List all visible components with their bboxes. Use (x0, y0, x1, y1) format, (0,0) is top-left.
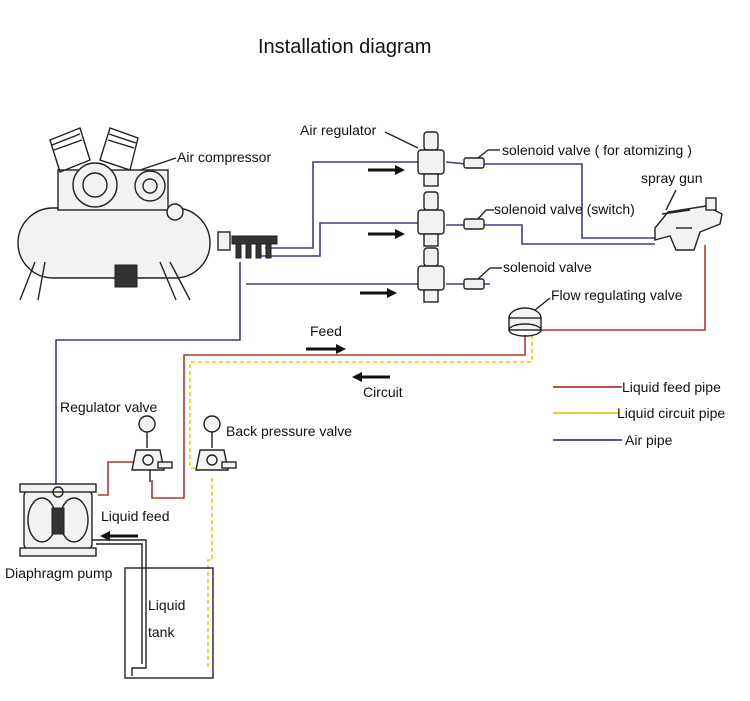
air-regulator-2 (417, 191, 445, 247)
liquid-circuit-pipes (189, 335, 533, 670)
feed-label: Feed (310, 323, 342, 339)
liquid-tank-label-line1: Liquid (148, 597, 185, 613)
airflow-arrows (360, 165, 405, 298)
liquid-tank (124, 567, 214, 679)
regulator-valve-label: Regulator valve (60, 399, 157, 415)
back-pressure-valve (195, 415, 237, 471)
legend-label-2: Air pipe (625, 432, 673, 448)
flow-regulating-valve (508, 297, 551, 337)
circuit-arrow (352, 372, 390, 382)
liquid-feed-label: Liquid feed (101, 508, 170, 524)
air-compressor-label: Air compressor (177, 149, 271, 165)
solenoid-valve-switch (463, 209, 494, 230)
legend-label-0: Liquid feed pipe (622, 379, 721, 395)
circuit-label: Circuit (363, 384, 403, 400)
solenoid-switch-label: solenoid valve (switch) (494, 201, 635, 217)
diagram-title: Installation diagram (258, 36, 431, 58)
feed-arrow (306, 344, 346, 354)
air-compressor (17, 127, 278, 301)
air-regulator-1 (417, 131, 445, 187)
back-pressure-valve-label: Back pressure valve (226, 423, 352, 439)
solenoid-atomizing-label: solenoid valve ( for atomizing ) (502, 142, 692, 158)
air-regulator-3 (417, 247, 445, 303)
liquid-feed-pipes (98, 245, 706, 499)
regulator-valve (131, 415, 173, 482)
liquid-feed-arrow (100, 531, 138, 541)
legend-label-1: Liquid circuit pipe (617, 405, 725, 421)
solenoid-valve-3 (463, 267, 502, 290)
solenoid-valve-label: solenoid valve (503, 259, 592, 275)
liquid-tank-label-line2: tank (148, 624, 175, 640)
spray-gun (654, 189, 723, 251)
spray-gun-label: spray gun (641, 170, 702, 186)
air-regulator-label: Air regulator (300, 122, 377, 138)
solenoid-valve-atomizing (463, 149, 500, 169)
diaphragm-pump (19, 483, 97, 557)
flow-regulating-valve-label: Flow regulating valve (551, 287, 683, 303)
air-pipes (55, 161, 655, 492)
diaphragm-pump-label: Diaphragm pump (5, 565, 113, 581)
